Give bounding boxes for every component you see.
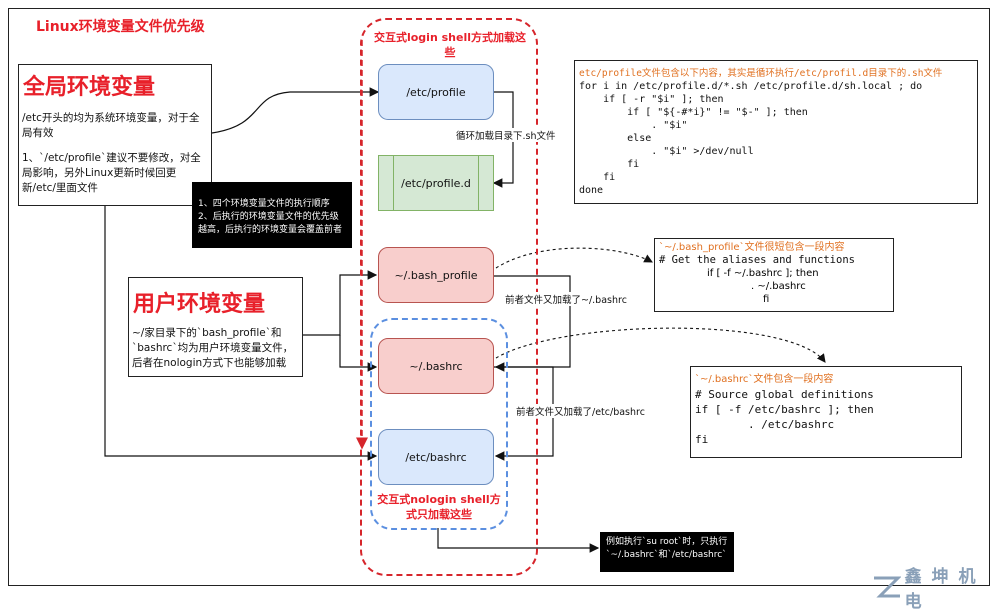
profile-code-box: etc/profile文件包含以下内容，其实是循环执行/etc/profil.d… xyxy=(574,60,978,204)
node-etc-profile-d-label: /etc/profile.d xyxy=(401,176,471,190)
profile-code-line: . "$i" >/dev/null xyxy=(579,146,754,157)
user-env-panel: 用户环境变量 ~/家目录下的`bash_profile`和`bashrc`均为用… xyxy=(128,277,303,377)
profile-code-line: else xyxy=(579,133,652,144)
bash-profile-code-line: fi xyxy=(763,294,770,305)
profile-code-line: done xyxy=(579,185,604,196)
edge-su-root xyxy=(437,528,600,553)
order-note-line2: 2、后执行的环境变量文件的优先级越高，后执行的环境变量会覆盖前者 xyxy=(198,212,343,235)
profile-code-header: etc/profile文件包含以下内容，其实是循环执行/etc/profil.d… xyxy=(579,68,943,79)
edge-user-bashrc xyxy=(339,335,378,372)
global-env-desc2: 1、`/etc/profile`建议不要修改，对全局影响，另外Linux更新时候… xyxy=(22,152,201,194)
bashrc-code-line: # Source global definitions xyxy=(695,388,874,401)
profile-code-line: if [ "${-#*i}" != "$-" ]; then xyxy=(579,107,808,118)
user-env-heading: 用户环境变量 xyxy=(133,292,266,317)
watermark-logo-icon xyxy=(874,576,901,598)
bash-profile-code-line: . ~/.bashrc xyxy=(751,281,806,292)
bash-profile-code-header: `~/.bash_profile`文件很短包含一段内容 xyxy=(659,242,845,253)
diagram-frame xyxy=(8,8,990,586)
node-divider-right xyxy=(478,156,479,210)
node-bash-profile: ~/.bash_profile xyxy=(378,247,494,303)
login-shell-group-label: 交互式login shell方式加载这些 xyxy=(373,31,526,59)
profile-code-line: if [ -r "$i" ]; then xyxy=(579,94,724,105)
global-env-desc1: /etc开头的均为系统环境变量，对于全局有效 xyxy=(22,112,200,139)
edge-user-bash-profile xyxy=(303,270,378,336)
bashrc-code-box: `~/.bashrc`文件包含一段内容 # Source global defi… xyxy=(690,366,962,458)
edge-label-bash-profile-bashrc: 前者文件又加载了~/.bashrc xyxy=(505,292,627,306)
edge-global-etc-bashrc xyxy=(104,206,378,461)
bashrc-code-header: `~/.bashrc`文件包含一段内容 xyxy=(695,374,834,385)
edge-label-loop-sh: 循环加载目录下.sh文件 xyxy=(456,128,556,142)
edge-bashrc-code xyxy=(495,327,826,363)
edge-label-bashrc-etc-bashrc: 前者文件又加载了/etc/bashrc xyxy=(516,404,645,418)
user-env-desc: ~/家目录下的`bash_profile`和`bashrc`均为用户环境变量文件… xyxy=(132,327,294,369)
bash-profile-code-line: # Get the aliases and functions xyxy=(659,254,855,266)
watermark-brand: 鑫 坤 机 电 xyxy=(904,567,978,612)
order-note-line1: 1、四个环境变量文件的执行顺序 xyxy=(198,199,330,209)
nologin-shell-group xyxy=(370,318,508,530)
edge-bash-profile-code xyxy=(495,247,653,269)
bashrc-code-line: fi xyxy=(695,433,709,446)
page-title: Linux环境变量文件优先级 xyxy=(36,19,205,35)
order-note: 1、四个环境变量文件的执行顺序 2、后执行的环境变量文件的优先级越高，后执行的环… xyxy=(192,182,352,248)
node-etc-profile: /etc/profile xyxy=(378,64,494,120)
global-env-heading: 全局环境变量 xyxy=(23,75,156,100)
bashrc-code-line: . /etc/bashrc xyxy=(695,418,835,431)
edge-global-etc-profile xyxy=(211,87,380,134)
profile-code-line: fi xyxy=(579,172,616,183)
profile-code-line: . "$i" xyxy=(579,120,688,131)
node-etc-bashrc: /etc/bashrc xyxy=(378,429,494,485)
profile-code-line: for i in /etc/profile.d/*.sh /etc/profil… xyxy=(579,81,923,92)
profile-code-line: fi xyxy=(579,159,640,170)
watermark: 鑫 坤 机 电 xyxy=(872,562,1000,612)
node-bashrc: ~/.bashrc xyxy=(378,338,494,394)
bashrc-code-line: if [ -f /etc/bashrc ]; then xyxy=(695,403,874,416)
su-root-note: 例如执行`su root`时，只执行`~/.bashrc`和`/etc/bash… xyxy=(600,532,734,572)
node-divider-left xyxy=(393,156,394,210)
bash-profile-code-box: `~/.bash_profile`文件很短包含一段内容 # Get the al… xyxy=(654,238,894,312)
bash-profile-code-line: if [ -f ~/.bashrc ]; then xyxy=(707,268,819,279)
nologin-shell-group-label: 交互式nologin shell方式只加载这些 xyxy=(377,493,501,521)
global-env-panel: 全局环境变量 /etc开头的均为系统环境变量，对于全局有效 1、`/etc/pr… xyxy=(18,64,212,206)
node-etc-profile-d: /etc/profile.d xyxy=(378,155,494,211)
